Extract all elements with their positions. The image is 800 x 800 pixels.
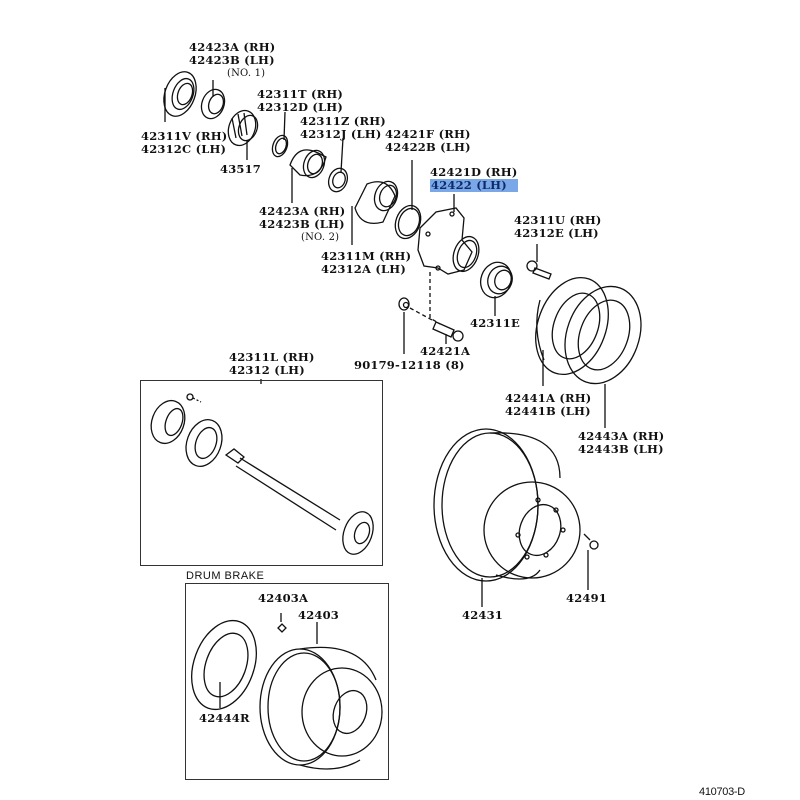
part-number[interactable]: 42311U (RH) <box>514 213 602 227</box>
part-number[interactable]: 42423A (RH) <box>189 40 276 54</box>
part-number[interactable]: 42441B (LH) <box>505 404 591 418</box>
callout-42311v[interactable]: 42311V (RH) 42312C (LH) <box>141 130 227 156</box>
part-number[interactable]: 42311T (RH) <box>257 87 344 101</box>
part-number[interactable]: 42312E (LH) <box>514 226 599 240</box>
part-number[interactable]: 43517 <box>220 162 262 176</box>
callout-42423a-no1[interactable]: 42423A (RH) 42423B (LH) (NO. 1) <box>189 41 275 80</box>
plug-drawing <box>278 624 286 632</box>
drum-brake-group-box <box>185 583 389 780</box>
part-number[interactable]: 42403 <box>298 608 340 622</box>
inner-seal-drawing <box>325 166 350 195</box>
gasket-plate-drawing <box>523 267 621 384</box>
part-note: (NO. 1) <box>227 68 266 79</box>
outer-bearing-drawing <box>355 178 401 223</box>
callout-42421d[interactable]: 42421D (RH) 42422 (LH) <box>430 166 518 192</box>
roller-bearing-drawing <box>224 107 261 150</box>
part-number[interactable]: 42403A <box>258 591 309 605</box>
part-number[interactable]: 42443A (RH) <box>578 429 665 443</box>
part-number[interactable]: 90179-12118 (8) <box>354 358 465 372</box>
callout-42444r[interactable]: 42444R <box>199 712 250 725</box>
part-number[interactable]: 42491 <box>566 591 608 605</box>
part-number[interactable]: 42311Z (RH) <box>300 114 386 128</box>
drum-brake-caption: DRUM BRAKE <box>186 570 265 582</box>
part-number[interactable]: 42421A <box>420 344 471 358</box>
part-number[interactable]: 42421D (RH) <box>430 165 518 179</box>
outer-seal-drawing <box>476 258 517 302</box>
part-number[interactable]: 42423A (RH) <box>259 204 346 218</box>
bearing-race-no2-drawing <box>290 147 328 180</box>
callout-42311m[interactable]: 42311M (RH) 42312A (LH) <box>321 250 411 276</box>
part-number[interactable]: 42421F (RH) <box>385 127 471 141</box>
part-number[interactable]: 42312J (LH) <box>300 127 382 141</box>
drum-backing-plate-drawing <box>180 612 268 719</box>
callout-42311e[interactable]: 42311E <box>470 317 520 330</box>
diagram-reference-id: 410703-D <box>699 786 745 798</box>
axle-shaft-drawing <box>145 394 378 558</box>
part-number[interactable]: 42422B (LH) <box>385 140 471 154</box>
callout-43517[interactable]: 43517 <box>220 163 261 176</box>
retainer-bolt-drawing <box>527 261 551 279</box>
callout-42441a[interactable]: 42441A (RH) 42441B (LH) <box>505 392 591 418</box>
callout-42443a[interactable]: 42443A (RH) 42443B (LH) <box>578 430 664 456</box>
callout-42403[interactable]: 42403 <box>298 609 339 622</box>
oil-seal-drawing <box>158 67 202 120</box>
callout-42423a-no2[interactable]: 42423A (RH) 42423B (LH) (NO. 2) <box>259 205 345 244</box>
part-number[interactable]: 42423B (LH) <box>189 53 275 67</box>
snap-ring-drawing <box>270 133 291 158</box>
part-number[interactable]: 42444R <box>199 711 250 725</box>
o-ring-drawing <box>391 202 425 242</box>
backing-plate-drawing <box>552 276 654 395</box>
callout-42431[interactable]: 42431 <box>462 609 503 622</box>
nut-drawing <box>399 298 409 310</box>
part-number[interactable]: 42311E <box>470 316 520 330</box>
bearing-race-no1-drawing <box>198 86 229 122</box>
part-number[interactable]: 42312A (LH) <box>321 262 406 276</box>
part-number[interactable]: 42423B (LH) <box>259 217 345 231</box>
part-number[interactable]: 42311L (RH) <box>229 350 315 364</box>
part-number[interactable]: 42312 (LH) <box>229 363 305 377</box>
callout-42403a[interactable]: 42403A <box>258 592 308 605</box>
part-number[interactable]: 42441A (RH) <box>505 391 592 405</box>
disc-rotor-drawing <box>434 429 580 581</box>
part-note: (NO. 2) <box>301 232 340 243</box>
callout-42311u[interactable]: 42311U (RH) 42312E (LH) <box>514 214 602 240</box>
callout-42491[interactable]: 42491 <box>566 592 607 605</box>
leader-lines <box>165 80 605 708</box>
callout-42311z[interactable]: 42311Z (RH) 42312J (LH) <box>300 115 386 141</box>
part-number[interactable]: 42311V (RH) <box>141 129 228 143</box>
callout-42311t[interactable]: 42311T (RH) 42312D (LH) <box>257 88 343 114</box>
callout-42421a[interactable]: 42421A <box>420 345 470 358</box>
part-number[interactable]: 42443B (LH) <box>578 442 664 456</box>
hub-bolt-drawing <box>433 322 463 341</box>
part-number[interactable]: 42312C (LH) <box>141 142 227 156</box>
highlighted-part-number[interactable]: 42422 (LH) <box>430 179 518 192</box>
brake-drum-drawing <box>260 647 382 769</box>
axle-shaft-group-box <box>140 380 383 566</box>
bearing-retainer-drawing <box>418 208 483 275</box>
callout-42421f[interactable]: 42421F (RH) 42422B (LH) <box>385 128 471 154</box>
callout-90179[interactable]: 90179-12118 (8) <box>354 359 465 372</box>
part-number[interactable]: 42311M (RH) <box>321 249 412 263</box>
part-number[interactable]: 42431 <box>462 608 504 622</box>
part-number[interactable]: 42312D (LH) <box>257 100 344 114</box>
set-screw-drawing <box>584 534 598 549</box>
callout-42311l[interactable]: 42311L (RH) 42312 (LH) <box>229 351 315 377</box>
